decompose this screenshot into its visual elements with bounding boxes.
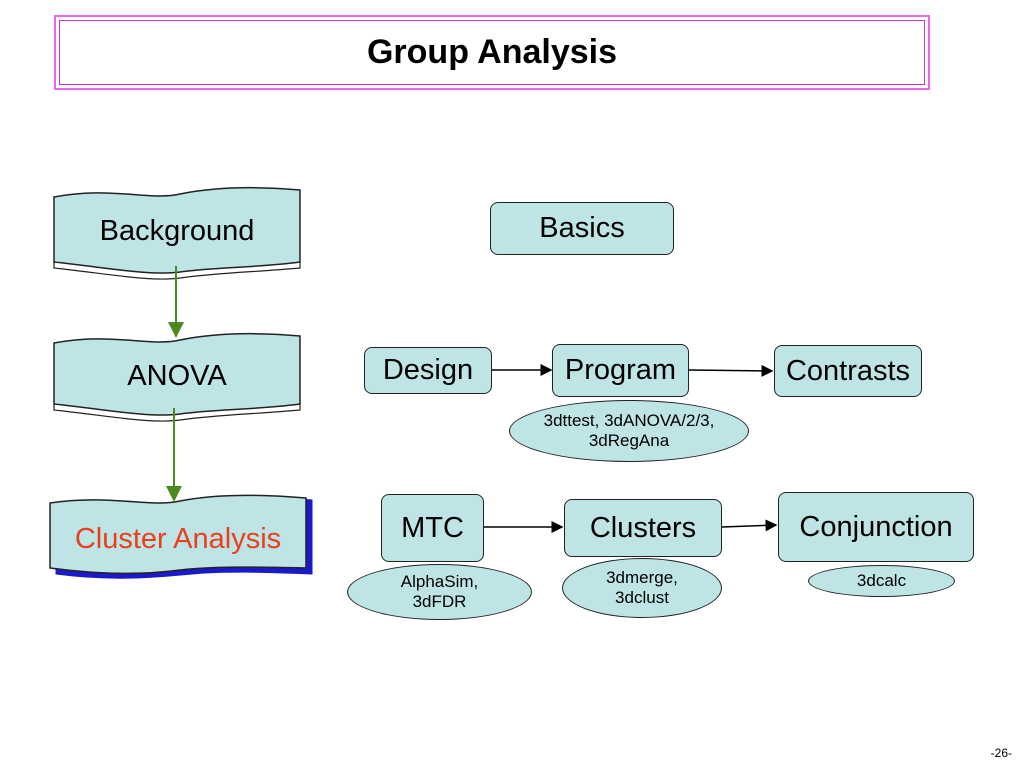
title-frame: Group Analysis — [54, 15, 930, 90]
page-title: Group Analysis — [366, 33, 618, 71]
program-box[interactable]: Program — [552, 344, 689, 397]
program-tools-oval: 3dttest, 3dANOVA/2/3, 3dRegAna — [509, 400, 749, 462]
arrow-program-to-contrasts — [688, 364, 774, 377]
mtc-box[interactable]: MTC — [381, 494, 484, 562]
mtc-tools-oval: AlphaSim, 3dFDR — [347, 564, 532, 620]
conjunction-box[interactable]: Conjunction — [778, 492, 974, 562]
cluster-analysis-label: Cluster Analysis — [74, 522, 282, 555]
arrow-clusters-to-conjunction — [721, 519, 778, 532]
clusters-tools-oval: 3dmerge, 3dclust — [562, 558, 722, 618]
contrasts-box[interactable]: Contrasts — [774, 345, 922, 397]
conjunction-tools-oval: 3dcalc — [808, 565, 955, 597]
anova-label: ANOVA — [127, 359, 227, 392]
basics-box[interactable]: Basics — [490, 202, 674, 255]
background-banner[interactable] — [53, 186, 301, 280]
anova-banner[interactable] — [53, 332, 301, 422]
clusters-box[interactable]: Clusters — [564, 499, 722, 557]
design-box[interactable]: Design — [364, 347, 492, 394]
background-label: Background — [99, 214, 255, 247]
cluster-analysis-banner[interactable] — [49, 494, 313, 579]
page-number: -26- — [990, 746, 1012, 760]
